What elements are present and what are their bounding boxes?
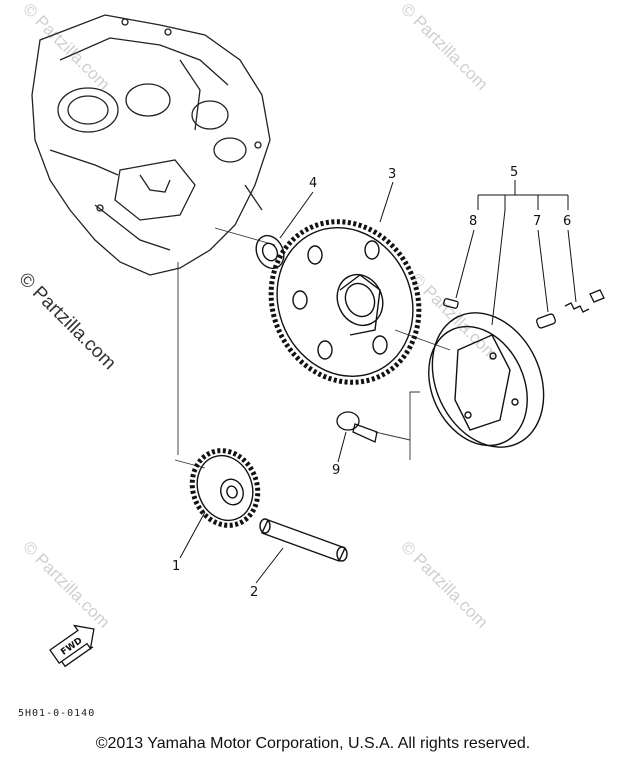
callout-1: 1 <box>172 559 180 574</box>
part-roller <box>443 298 459 309</box>
callout-7: 7 <box>533 214 541 229</box>
callout-8: 8 <box>469 214 477 229</box>
watermark-top-right: © Partzilla.com <box>397 0 491 94</box>
callout-labels: 1 2 3 4 5 6 7 8 9 <box>172 165 571 600</box>
part-starter-clutch <box>428 312 545 448</box>
reference-code: 5H01-0-0140 <box>18 708 95 719</box>
part-large-gear <box>268 219 422 385</box>
alignment-lines <box>174 227 451 469</box>
callout-5: 5 <box>510 165 518 180</box>
part-spring-cap <box>536 313 556 329</box>
part-clutch-small-parts <box>443 289 605 329</box>
callout-9: 9 <box>332 463 340 478</box>
callout-4: 4 <box>309 176 317 191</box>
part-spring <box>564 302 590 313</box>
watermark-top-left: © Partzilla.com <box>19 0 113 94</box>
callout-leaders <box>179 180 577 584</box>
watermark-bottom-left: © Partzilla.com <box>19 537 113 631</box>
callout-3: 3 <box>388 167 396 182</box>
part-bolt <box>336 411 378 443</box>
callout-6: 6 <box>563 214 571 229</box>
callout-2: 2 <box>250 585 258 600</box>
part-idler-gear <box>189 448 261 528</box>
engine-crankcase <box>31 14 271 276</box>
watermark-left-dark: © Partzilla.com <box>14 269 119 374</box>
watermark-mid-right: © Partzilla.com <box>407 269 501 363</box>
part-shaft <box>259 518 348 562</box>
watermark-group: © Partzilla.com © Partzilla.com © Partzi… <box>14 0 501 632</box>
part-plunger <box>589 289 605 303</box>
copyright-footer: ©2013 Yamaha Motor Corporation, U.S.A. A… <box>95 735 531 752</box>
watermark-bottom-right: © Partzilla.com <box>397 537 491 631</box>
